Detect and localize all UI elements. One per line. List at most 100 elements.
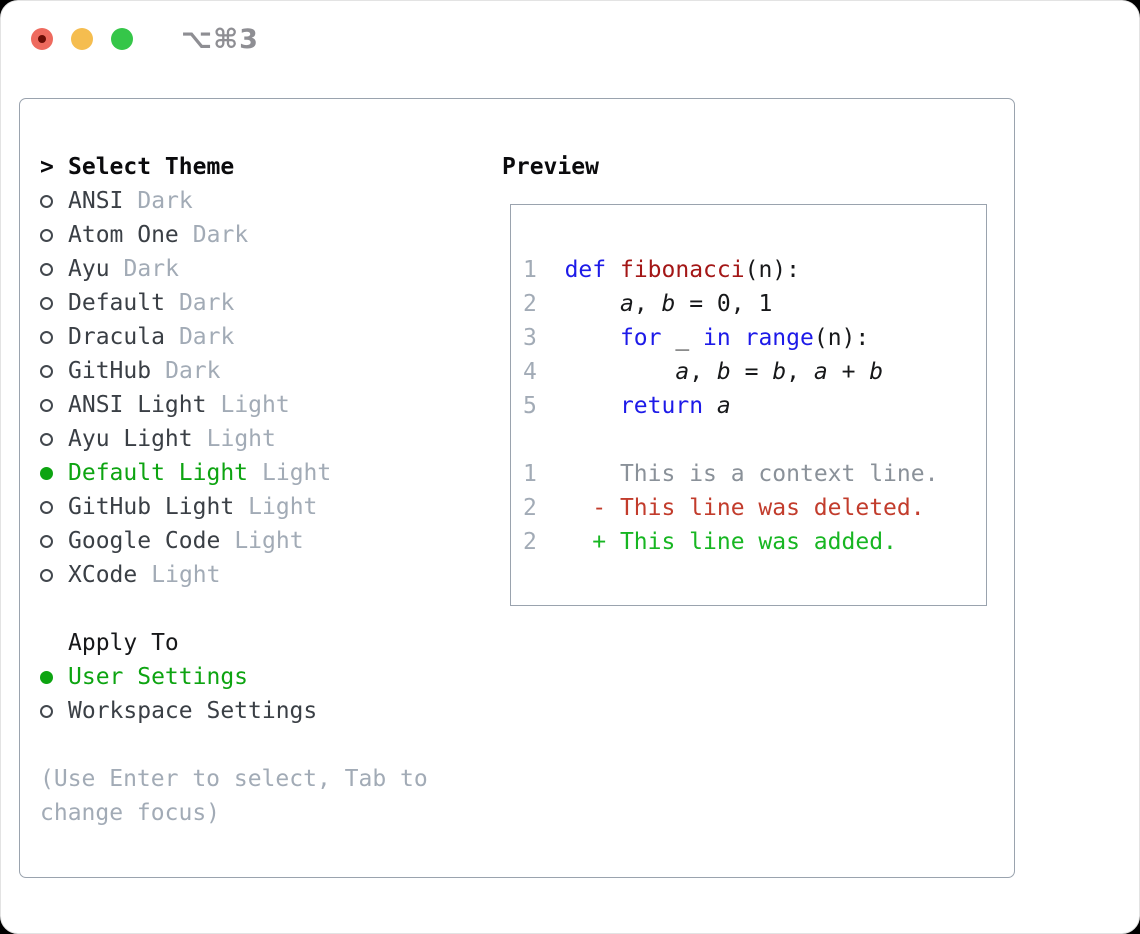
select-theme-title: Select Theme bbox=[68, 154, 235, 180]
zoom-button[interactable] bbox=[111, 28, 133, 50]
theme-option[interactable]: Dracula Dark bbox=[40, 320, 428, 354]
apply-to-option[interactable]: Workspace Settings bbox=[40, 694, 428, 728]
theme-variant-badge: Dark bbox=[178, 324, 235, 350]
theme-name: Ayu bbox=[68, 256, 110, 282]
radio-icon bbox=[40, 568, 68, 582]
radio-circle bbox=[40, 330, 53, 344]
theme-variant-badge: Light bbox=[220, 392, 290, 418]
code-token: range bbox=[744, 325, 814, 351]
radio-icon bbox=[40, 262, 68, 276]
radio-circle bbox=[40, 228, 53, 242]
radio-icon bbox=[40, 296, 68, 310]
radio-circle bbox=[40, 704, 53, 718]
radio-circle bbox=[40, 432, 53, 446]
preview-code-line: 4 a, b = b, a + b bbox=[523, 355, 976, 389]
preview-blank-line bbox=[523, 423, 976, 457]
preview-code-line: 1 def fibonacci(n): bbox=[523, 253, 976, 287]
code-token bbox=[537, 257, 565, 283]
code-token: , bbox=[633, 291, 662, 317]
radio-circle bbox=[40, 398, 53, 412]
code-token: = bbox=[730, 359, 773, 385]
code-token: 4 bbox=[523, 359, 537, 385]
radio-circle bbox=[40, 364, 53, 378]
code-token: 2 bbox=[523, 529, 537, 555]
theme-variant-badge: Light bbox=[234, 528, 304, 554]
code-token: a bbox=[619, 291, 634, 317]
preview-code-line: 1 This is a context line. bbox=[523, 457, 976, 491]
code-token: a bbox=[716, 393, 731, 419]
code-token: This is a context line. bbox=[619, 461, 939, 487]
theme-name: Default Light bbox=[68, 460, 249, 486]
close-button[interactable] bbox=[31, 28, 53, 50]
titlebar: ⌥⌘3 bbox=[31, 24, 259, 55]
apply-to-header: Apply To bbox=[40, 626, 428, 660]
radio-icon bbox=[40, 398, 68, 412]
theme-name: XCode bbox=[68, 562, 138, 588]
theme-name: Ayu Light bbox=[68, 426, 193, 452]
code-token: fibonacci bbox=[619, 257, 745, 283]
code-token: 1 bbox=[523, 257, 537, 283]
code-token: a bbox=[675, 359, 690, 385]
help-text-line: (Use Enter to select, Tab to bbox=[40, 766, 428, 792]
theme-option[interactable]: GitHub Light Light bbox=[40, 490, 428, 524]
theme-name: GitHub Light bbox=[68, 494, 235, 520]
select-theme-header: > Select Theme bbox=[40, 150, 428, 184]
code-token: def bbox=[564, 257, 607, 283]
code-token bbox=[537, 461, 620, 487]
code-token bbox=[537, 291, 620, 317]
code-token: for bbox=[619, 325, 662, 351]
code-token: 2 bbox=[523, 291, 537, 317]
preview-title: Preview bbox=[502, 154, 599, 180]
code-token: a bbox=[813, 359, 828, 385]
radio-circle bbox=[40, 262, 53, 276]
code-token bbox=[537, 495, 592, 521]
theme-name: Default bbox=[68, 290, 165, 316]
theme-variant-badge: Dark bbox=[192, 222, 249, 248]
apply-to-option[interactable]: User Settings bbox=[40, 660, 428, 694]
apply-target-name: User Settings bbox=[68, 664, 249, 690]
code-token bbox=[731, 325, 745, 351]
spacer bbox=[40, 592, 428, 626]
theme-name: Dracula bbox=[68, 324, 165, 350]
preview-code-line: 3 for _ in range(n): bbox=[523, 321, 976, 355]
spacer bbox=[40, 728, 428, 762]
radio-icon bbox=[40, 228, 68, 242]
theme-variant-badge: Dark bbox=[165, 358, 221, 384]
radio-selected-icon bbox=[40, 466, 68, 480]
code-token: _ bbox=[661, 325, 704, 351]
code-token: b bbox=[716, 359, 731, 385]
code-token: = 0, 1 bbox=[675, 291, 773, 317]
preview-code-line: 2 + This line was added. bbox=[523, 525, 976, 559]
window-shortcut-label: ⌥⌘3 bbox=[181, 23, 259, 55]
code-token: 1 bbox=[523, 461, 537, 487]
code-token: + This line was added. bbox=[592, 529, 897, 555]
radio-icon bbox=[40, 194, 68, 208]
minimize-button[interactable] bbox=[71, 28, 93, 50]
code-token: , bbox=[689, 359, 717, 385]
code-token: 3 bbox=[523, 325, 537, 351]
code-token: , bbox=[786, 359, 814, 385]
theme-variant-badge: Light bbox=[248, 494, 318, 520]
code-token: return bbox=[619, 393, 704, 419]
code-token: b bbox=[772, 359, 787, 385]
theme-option[interactable]: Atom One Dark bbox=[40, 218, 428, 252]
code-token bbox=[537, 359, 675, 385]
radio-circle bbox=[40, 466, 53, 480]
code-token: b bbox=[869, 359, 884, 385]
theme-name: Atom One bbox=[68, 222, 179, 248]
radio-icon bbox=[40, 364, 68, 378]
